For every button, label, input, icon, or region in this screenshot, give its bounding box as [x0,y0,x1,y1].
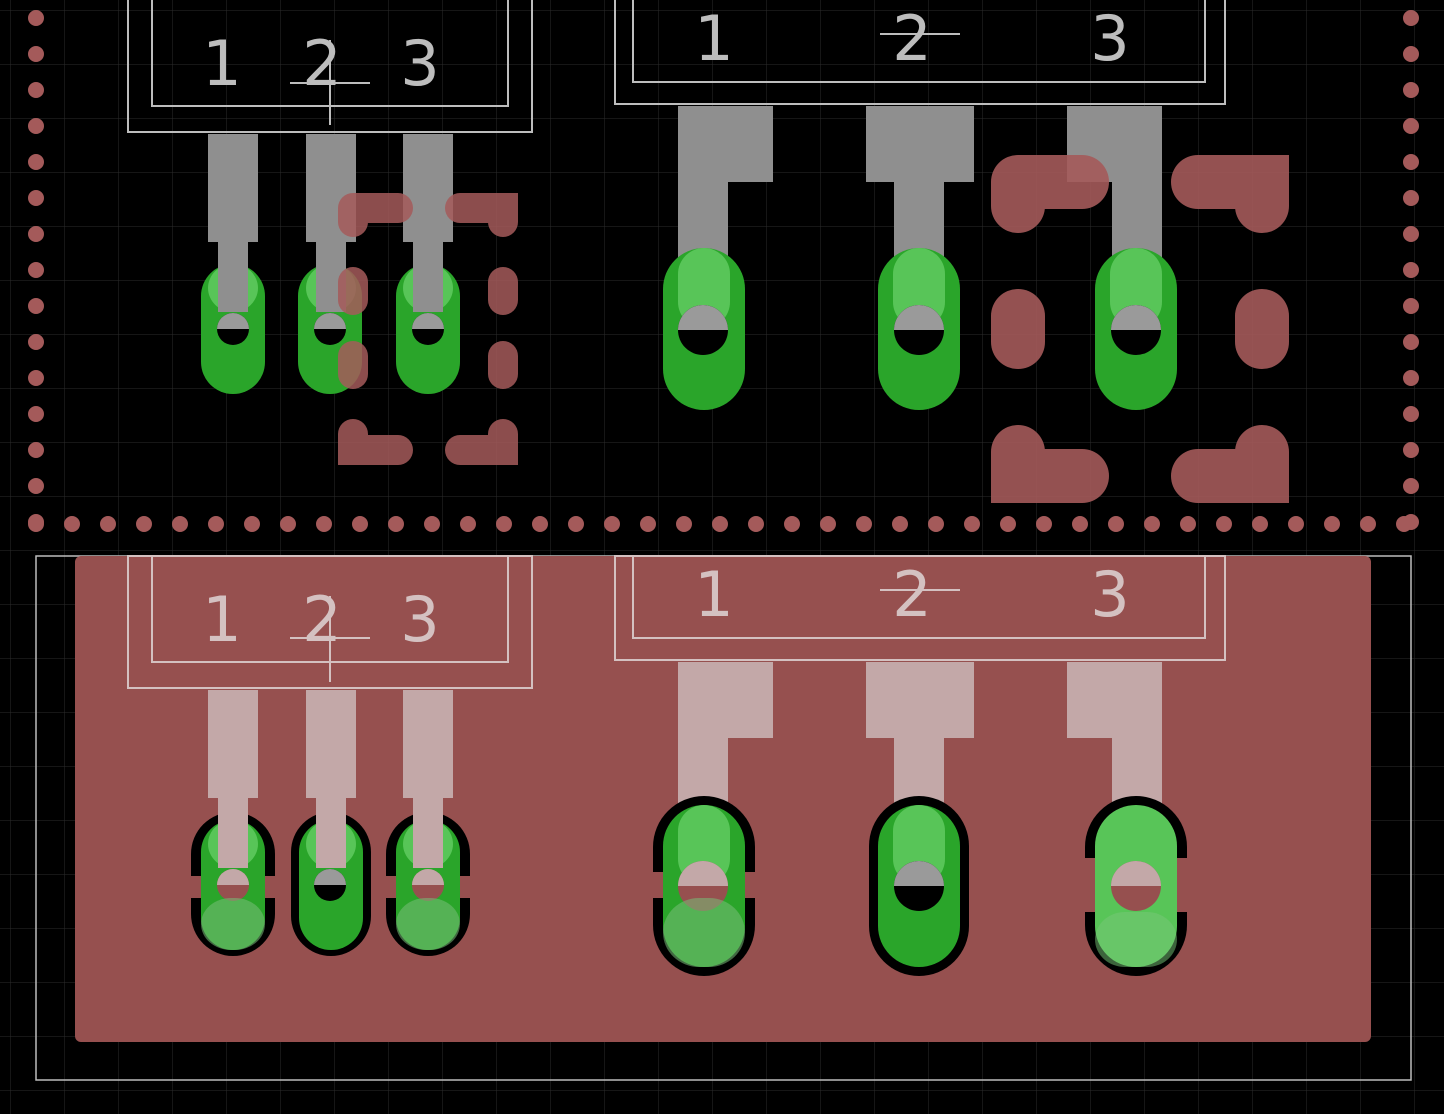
pin-label-3: 3 [400,583,439,656]
lead-1 [208,690,258,798]
drill-2-upper [314,313,346,329]
lead-1-tail [218,242,248,312]
lead-3 [1067,106,1162,280]
drill-3-upper [1111,861,1161,886]
drill-2-upper [894,305,944,330]
footprint-small-top[interactable]: 1 2 3 [127,0,533,465]
pad-3-lower-tint [1095,912,1177,967]
lead-2 [306,690,356,798]
drill-1-upper [217,313,249,329]
lead-1-tail [218,798,248,868]
lead-3 [403,134,453,242]
pad-1-lower-tint [663,898,745,967]
pin-label-3: 3 [1090,2,1129,75]
pin-label-1: 1 [694,558,733,631]
keepout-ring-large [991,155,1289,503]
lead-2 [866,106,974,280]
pad-1-lower-tint [201,898,265,950]
pin-label-1: 1 [202,583,241,656]
footprint-small-bottom[interactable]: 1 2 3 [127,555,533,956]
drill-1-upper [678,305,728,330]
pin-label-2: 2 [302,583,341,656]
pin-label-3: 3 [1090,558,1129,631]
lead-2-tail [316,798,346,868]
pin-label-2: 2 [892,558,931,631]
lead-3-tail [413,798,443,868]
pin-label-2: 2 [302,27,341,100]
pin-label-1: 1 [694,2,733,75]
body-outline [614,0,1226,105]
lead-1 [678,662,773,836]
body-inner-outline [632,0,1206,83]
lead-3 [1067,662,1162,836]
lead-3-tail [413,242,443,312]
body-inner-outline [632,555,1206,639]
pin-label-1: 1 [202,27,241,100]
keepout-frame-top [28,10,1419,532]
pad-3-highlight [1110,248,1162,328]
lead-2 [866,662,974,836]
lead-1 [208,134,258,242]
lead-3 [403,690,453,798]
body-outline [127,0,533,133]
lead-1 [678,106,773,280]
pin-label-3: 3 [400,27,439,100]
drill-2-upper [894,861,944,886]
keepout-bracket-small [338,193,518,465]
drill-3-upper [1111,305,1161,330]
pad-2-highlight [893,248,945,328]
pad-1-highlight [678,248,730,328]
drill-2-upper [314,869,346,885]
drill-1-upper [217,869,249,885]
footprint-large-top[interactable]: 1 2 3 [614,0,1289,503]
drill-1-upper [678,861,728,886]
drill-3-upper [412,313,444,329]
pad-3-lower-tint [396,898,460,950]
footprint-large-bottom[interactable]: 1 2 3 [614,555,1226,976]
pin-label-2: 2 [892,2,931,75]
drill-3-upper [412,869,444,885]
